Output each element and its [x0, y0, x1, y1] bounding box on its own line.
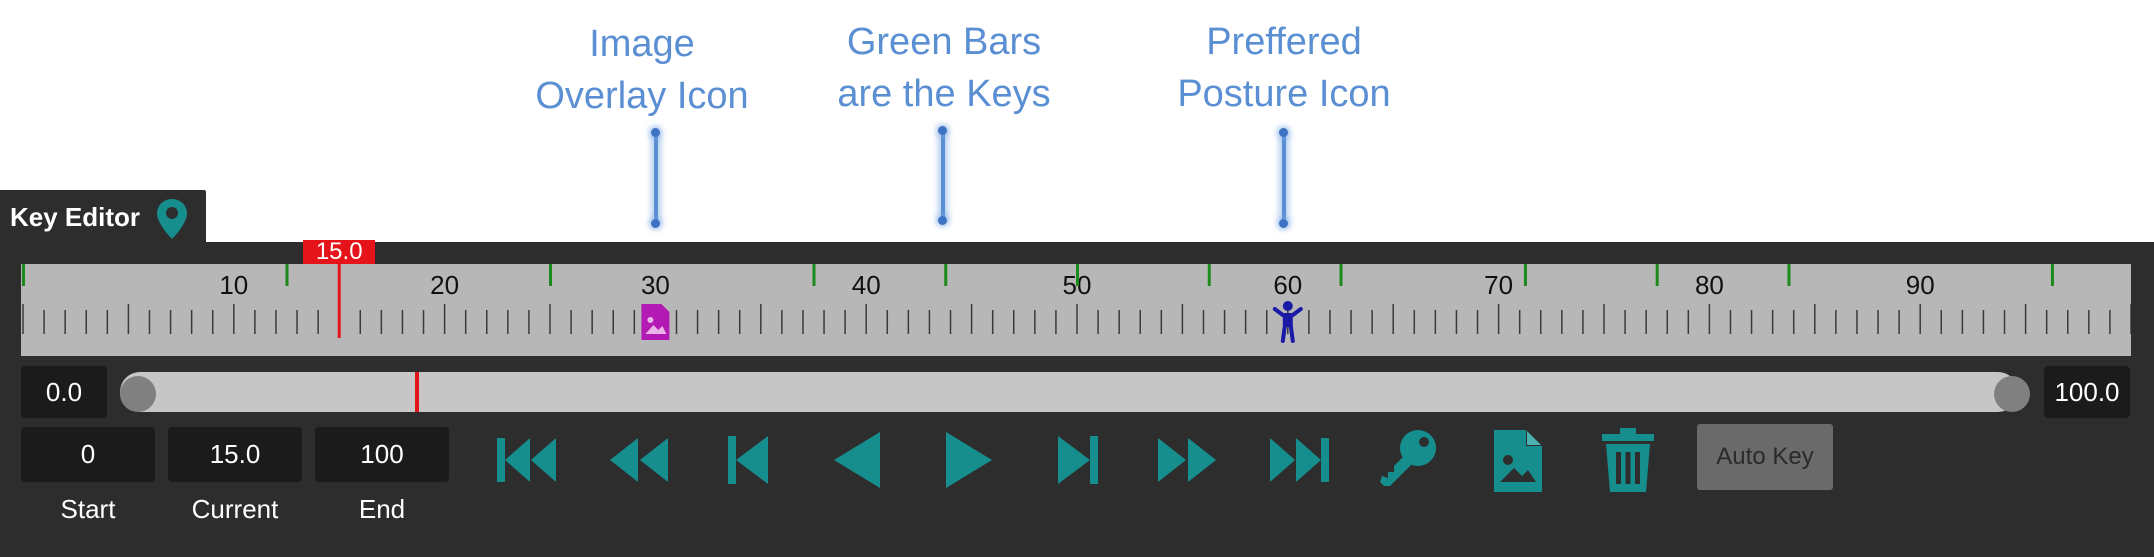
callout-image-overlay-line2: Overlay Icon — [535, 75, 749, 117]
ruler-tick-label-10: 10 — [219, 270, 248, 300]
callout-dot-keys-bottom — [938, 216, 947, 225]
key-editor-tab[interactable]: Key Editor — [0, 190, 206, 242]
image-overlay-icon[interactable] — [641, 304, 670, 340]
fast-forward-button[interactable] — [1148, 420, 1228, 500]
step-back-button[interactable] — [708, 420, 788, 500]
key-marker — [1523, 264, 1527, 286]
key-marker — [1787, 264, 1791, 286]
trash-icon — [1602, 428, 1654, 492]
current-label: Current — [191, 494, 279, 524]
timeline-ruler[interactable]: 102030405060708090 — [21, 264, 2131, 356]
key-marker — [944, 264, 948, 286]
rewind-icon — [610, 438, 668, 482]
ruler-tick-label-90: 90 — [1906, 270, 1935, 300]
callout-dot-posture-bottom — [1279, 219, 1288, 228]
map-pin-icon — [157, 199, 187, 239]
play-reverse-icon — [834, 432, 880, 488]
callout-pointer-image — [654, 132, 658, 224]
key-marker — [1207, 264, 1211, 286]
callout-posture: Preffered Posture Icon — [1124, 16, 1444, 120]
callout-dot-posture-top — [1279, 128, 1288, 137]
key-icon — [1380, 430, 1436, 486]
start-field[interactable]: 0 — [21, 427, 155, 482]
range-max-field[interactable]: 100.0 — [2044, 366, 2130, 418]
step-back-icon — [728, 436, 768, 484]
skip-to-end-icon — [1270, 438, 1329, 482]
timeline-ruler-graphics: 102030405060708090 — [22, 264, 2131, 343]
ruler-tick-label-70: 70 — [1484, 270, 1513, 300]
range-min-field[interactable]: 0.0 — [21, 366, 107, 418]
rewind-button[interactable] — [598, 420, 678, 500]
callout-green-bars-line1: Green Bars — [846, 21, 1042, 63]
key-marker — [1076, 264, 1079, 286]
skip-to-end-button[interactable] — [1258, 420, 1338, 500]
callout-posture-line2: Posture Icon — [1177, 73, 1391, 115]
current-field[interactable]: 15.0 — [168, 427, 302, 482]
callout-pointer-posture — [1282, 132, 1286, 224]
step-forward-button[interactable] — [1038, 420, 1118, 500]
callout-image-overlay: Image Overlay Icon — [482, 18, 802, 122]
skip-to-start-icon — [497, 438, 556, 482]
step-forward-icon — [1058, 436, 1098, 484]
ruler-tick-label-60: 60 — [1273, 270, 1302, 300]
ruler-tick-label-80: 80 — [1695, 270, 1724, 300]
callout-green-bars-line2: are the Keys — [837, 73, 1051, 115]
posture-icon[interactable] — [1272, 301, 1303, 343]
callout-dot-keys-top — [938, 126, 947, 135]
key-marker — [812, 264, 816, 286]
image-overlay-button[interactable] — [1478, 420, 1558, 500]
callout-green-bars: Green Bars are the Keys — [784, 16, 1104, 120]
play-icon — [946, 432, 992, 488]
start-label: Start — [60, 494, 116, 524]
image-file-icon — [1494, 430, 1542, 492]
key-marker — [22, 264, 25, 286]
delete-key-button[interactable] — [1588, 420, 1668, 500]
callout-posture-line1: Preffered — [1206, 21, 1362, 63]
range-slider-start-handle[interactable] — [120, 376, 156, 412]
range-slider-current-marker — [415, 372, 420, 412]
callout-dot-image-bottom — [651, 219, 660, 228]
current-frame-label[interactable]: 15.0 — [303, 240, 376, 264]
key-marker — [285, 264, 289, 286]
tab-label: Key Editor — [10, 202, 141, 232]
key-marker — [1655, 264, 1659, 286]
skip-to-start-button[interactable] — [488, 420, 568, 500]
callout-dot-image-top — [651, 128, 660, 137]
play-reverse-button[interactable] — [818, 420, 898, 500]
ruler-tick-label-40: 40 — [852, 270, 881, 300]
key-marker — [549, 264, 552, 286]
key-marker — [1339, 264, 1343, 286]
add-key-button[interactable] — [1368, 420, 1448, 500]
callout-pointer-keys — [941, 130, 945, 221]
play-button[interactable] — [928, 420, 1008, 500]
end-label: End — [358, 494, 406, 524]
auto-key-button[interactable]: Auto Key — [1697, 424, 1833, 490]
callout-image-overlay-line1: Image — [589, 23, 695, 65]
end-field[interactable]: 100 — [315, 427, 449, 482]
range-slider-track[interactable] — [120, 372, 2018, 412]
ruler-tick-label-30: 30 — [641, 270, 670, 300]
fast-forward-icon — [1158, 438, 1216, 482]
range-slider-end-handle[interactable] — [1994, 376, 2030, 412]
key-marker — [2050, 264, 2054, 286]
ruler-tick-label-20: 20 — [430, 270, 459, 300]
